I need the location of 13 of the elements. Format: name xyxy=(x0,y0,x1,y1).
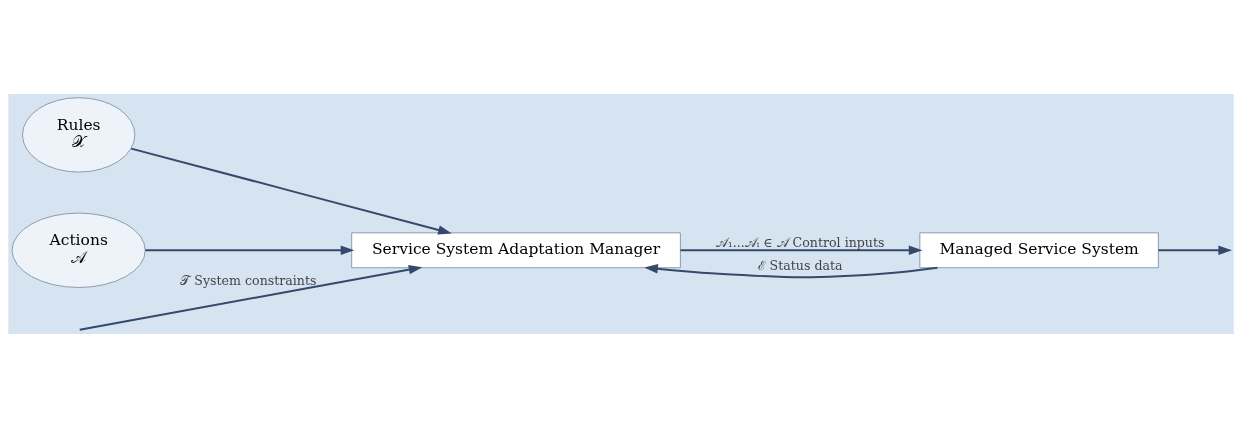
node-box: Managed Service System xyxy=(919,232,1159,269)
arrow xyxy=(130,147,452,235)
arrow xyxy=(144,245,355,256)
node-ellipse: Rules 𝒳 xyxy=(22,97,136,173)
edge-label: 𝒯 System constraints xyxy=(180,272,317,288)
arrow xyxy=(679,245,923,256)
arrow xyxy=(644,264,939,279)
edge-label: 𝒜₁...𝒜ᵢ ∈ 𝒜 Control inputs xyxy=(715,234,885,250)
edge-label: ℰ Status data xyxy=(757,258,843,274)
arrow xyxy=(78,264,423,331)
arrow xyxy=(1157,245,1232,256)
node-box: Service System Adaptation Manager xyxy=(351,232,681,269)
node-ellipse: Actions 𝒜 xyxy=(11,212,146,288)
